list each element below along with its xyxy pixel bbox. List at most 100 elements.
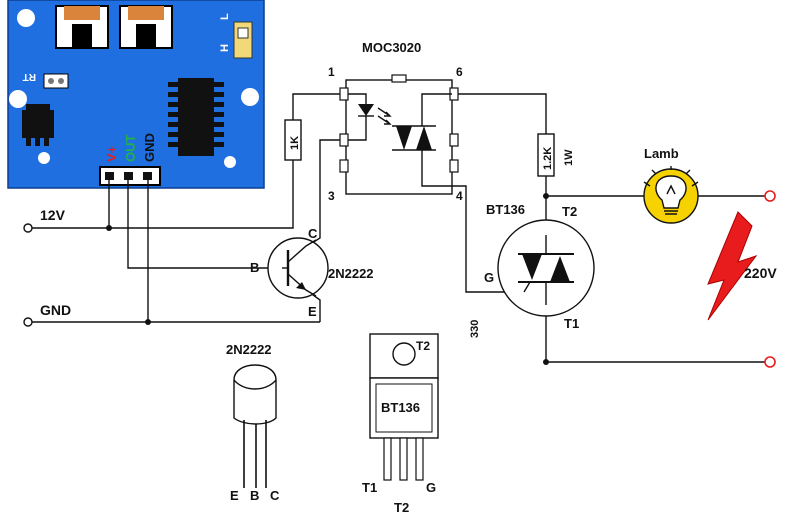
bulb-icon <box>655 175 687 209</box>
jumper-pin-top <box>237 27 249 39</box>
to92-title: 2N2222 <box>226 342 272 357</box>
to220-package <box>369 333 439 481</box>
potentiometer-right-knob <box>128 6 164 20</box>
jumper-header <box>233 21 253 59</box>
optocoupler-moc3020 <box>339 74 459 195</box>
ic-pins <box>168 82 224 147</box>
pin-vplus <box>105 172 114 180</box>
voltage-regulator <box>22 110 54 138</box>
rt-label: RT <box>23 71 36 82</box>
regulator-tab <box>26 104 50 112</box>
optocoupler-notch <box>391 74 407 83</box>
triac-symbol <box>522 254 542 280</box>
opto-pin <box>339 159 349 173</box>
junction-dot <box>543 193 549 199</box>
to220-hole <box>392 342 416 366</box>
led-symbol <box>358 104 374 116</box>
to220-leg <box>415 437 424 481</box>
pin-label-gnd: GND <box>142 133 157 162</box>
resistor-1-2k <box>537 133 555 177</box>
lightning-bolt-icon <box>707 211 758 321</box>
to220-pin-t2: T2 <box>394 500 409 515</box>
to92-package <box>233 364 277 488</box>
terminal-mains-bottom <box>764 356 776 368</box>
resistor-1k <box>284 119 302 161</box>
triac-name: BT136 <box>486 202 525 217</box>
junction-dot <box>106 225 112 231</box>
mount-hole <box>38 152 50 164</box>
transistor-2n2222 <box>267 237 329 299</box>
mount-hole <box>241 88 259 106</box>
light-arrow <box>377 107 392 117</box>
jumper-label-h: H <box>219 44 231 52</box>
to220-leg <box>399 437 408 481</box>
potentiometer-right-slot <box>136 24 156 48</box>
terminal-mains-top <box>764 190 776 202</box>
terminal-gnd <box>23 317 33 327</box>
resistor-1k-label: 1K <box>289 136 301 150</box>
to92-pin-e: E <box>230 488 239 503</box>
opto-pin-6: 6 <box>456 65 463 79</box>
mount-hole <box>9 90 27 108</box>
diac-symbol <box>416 126 432 150</box>
transistor-pin-e: E <box>308 304 317 319</box>
regulator-leg <box>35 138 40 146</box>
triac-symbol <box>550 256 570 282</box>
emitter-arrow <box>296 282 306 290</box>
opto-pin-4: 4 <box>456 189 463 203</box>
resistor-1-2k-label: 1.2K <box>542 147 554 170</box>
opto-pin-1: 1 <box>328 65 335 79</box>
label-gnd: GND <box>40 302 71 318</box>
opto-pin <box>339 87 349 101</box>
lamp-label: Lamb <box>644 146 679 161</box>
transistor-body <box>267 237 329 299</box>
opto-pin <box>449 133 459 147</box>
terminal-12v <box>23 223 33 233</box>
transistor-name: 2N2222 <box>328 266 374 281</box>
pin-out <box>124 172 133 180</box>
junction-dot <box>543 359 549 365</box>
to92-pin-c: C <box>270 488 280 503</box>
label-220v: 220V <box>744 265 777 281</box>
light-arrow <box>377 115 392 125</box>
junction-dot <box>145 319 151 325</box>
triac-pin-g: G <box>484 270 494 285</box>
gate-resistor-label: 330 <box>469 320 481 338</box>
opto-pin <box>449 159 459 173</box>
potentiometer-left-knob <box>64 6 100 20</box>
to220-pin-t1: T1 <box>362 480 377 495</box>
regulator-leg <box>44 138 49 146</box>
to220-label-area <box>375 383 433 433</box>
transistor-pin-c: C <box>308 226 318 241</box>
diac-symbol <box>396 126 412 150</box>
potentiometer-left-slot <box>72 24 92 48</box>
rt-pad <box>58 78 64 84</box>
resistor-1-2k-power: 1W <box>563 149 575 166</box>
to220-leg <box>383 437 392 481</box>
label-12v: 12V <box>40 207 66 223</box>
triac-pin-t2: T2 <box>562 204 577 219</box>
ic-chip <box>168 78 224 156</box>
optocoupler-body <box>345 79 453 195</box>
mount-hole <box>17 9 35 27</box>
opto-pin <box>339 133 349 147</box>
to220-tab-label: T2 <box>416 339 430 353</box>
lamp <box>643 166 699 224</box>
transistor-pin-b: B <box>250 260 259 275</box>
optocoupler-name: MOC3020 <box>362 40 421 55</box>
opto-pin-3: 3 <box>328 189 335 203</box>
to220-pin-g: G <box>426 480 436 495</box>
pin-label-out: OUT <box>123 135 138 163</box>
triac-pin-t1: T1 <box>564 316 579 331</box>
regulator-leg <box>26 138 31 146</box>
pin-gnd <box>143 172 152 180</box>
mount-hole <box>224 156 236 168</box>
rt-pads <box>43 73 69 89</box>
to92-body <box>233 364 277 425</box>
rt-pad <box>48 78 54 84</box>
pir-module: L H RT <box>7 0 265 189</box>
jumper-label-l: L <box>219 13 231 20</box>
pin-label-vplus: V+ <box>104 145 119 162</box>
to92-pin-b: B <box>250 488 259 503</box>
